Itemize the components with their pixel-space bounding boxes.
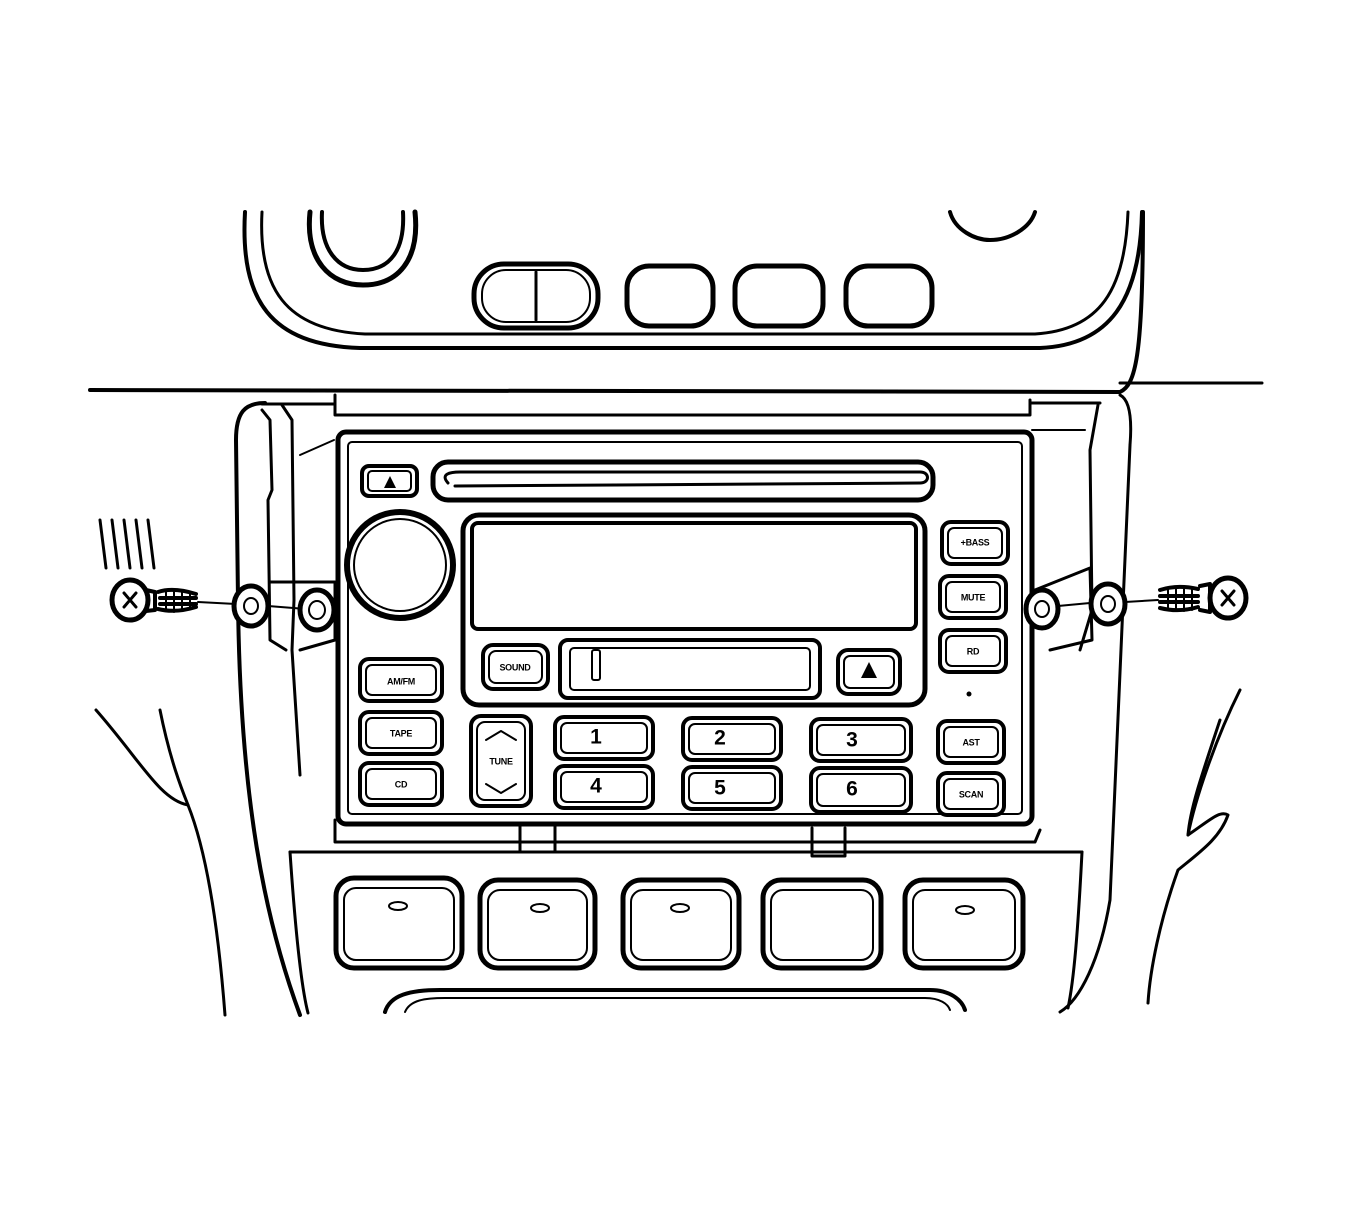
- right-button-column: +BASS MUTE RD AST SCAN: [936, 520, 1010, 817]
- lower-switch-2: [477, 877, 598, 971]
- tape-eject-button[interactable]: [836, 648, 902, 696]
- lower-tray: [383, 988, 967, 1014]
- display-housing: [460, 512, 928, 708]
- lower-switch-5: [902, 877, 1026, 971]
- right-screw-assembly: [1023, 575, 1249, 631]
- preset-button-6[interactable]: 6: [809, 766, 913, 814]
- cd-slot: [430, 459, 936, 503]
- sound-label: SOUND: [499, 662, 531, 672]
- preset-label: 3: [846, 729, 858, 752]
- lower-switch-panel: [333, 875, 1026, 1014]
- tape-door: [558, 638, 822, 700]
- preset-label: 6: [846, 778, 858, 801]
- indicator-dot: [966, 691, 972, 697]
- right-washer-icon: [1088, 581, 1128, 627]
- preset-button-2[interactable]: 2: [681, 716, 783, 762]
- eject-icon: [384, 476, 396, 488]
- right-mount-hole-icon: [1023, 587, 1061, 631]
- cd-eject-button[interactable]: [360, 464, 419, 498]
- scan-label: SCAN: [959, 789, 983, 799]
- preset-label: 2: [714, 727, 726, 750]
- right-screw-icon: [1158, 575, 1249, 621]
- tune-rocker[interactable]: TUNE: [469, 714, 533, 808]
- mute-label: MUTE: [961, 592, 986, 602]
- radio-faceplate: SOUND TUNE AM/FM TAPE: [335, 429, 1035, 827]
- preset-button-5[interactable]: 5: [681, 765, 783, 811]
- alignment-line: [1124, 599, 1159, 603]
- indicator-light-icon: [530, 903, 550, 913]
- chevron-up-icon: [485, 730, 517, 741]
- rd-button[interactable]: RD: [938, 628, 1008, 674]
- am-fm-label: AM/FM: [387, 676, 415, 686]
- scan-button[interactable]: SCAN: [936, 771, 1006, 817]
- left-button-column: AM/FM TAPE CD: [358, 657, 444, 807]
- hash-marks: [98, 518, 156, 570]
- preset-buttons: 1 2 3 4 5: [553, 715, 913, 814]
- left-screw-icon: [109, 577, 198, 623]
- lower-switch-3: [620, 877, 742, 971]
- lower-switch-4: [760, 877, 884, 971]
- preset-button-3[interactable]: 3: [809, 717, 913, 763]
- tape-label: TAPE: [390, 728, 412, 738]
- preset-button-4[interactable]: 4: [553, 764, 655, 810]
- rd-label: RD: [967, 646, 980, 656]
- am-fm-button[interactable]: AM/FM: [358, 657, 444, 703]
- tape-button[interactable]: TAPE: [358, 710, 444, 756]
- lower-switch-1: [333, 875, 465, 971]
- preset-label: 5: [714, 777, 726, 800]
- cd-label: CD: [395, 779, 408, 789]
- ast-button[interactable]: AST: [936, 719, 1006, 765]
- eject-icon: [861, 662, 877, 678]
- bass-label: +BASS: [961, 537, 990, 547]
- display-screen: [470, 521, 918, 631]
- radio-frame: [234, 393, 1133, 1017]
- tape-window: [591, 649, 601, 681]
- alignment-line: [197, 601, 237, 605]
- tune-label: TUNE: [489, 756, 513, 766]
- ast-label: AST: [962, 737, 980, 747]
- volume-knob[interactable]: [344, 509, 456, 621]
- sound-button[interactable]: SOUND: [481, 643, 550, 691]
- cd-button[interactable]: CD: [358, 761, 444, 807]
- indicator-light-icon: [388, 901, 408, 911]
- mute-button[interactable]: MUTE: [938, 574, 1008, 620]
- left-mount-hole-icon: [297, 587, 337, 633]
- preset-label: 4: [590, 775, 602, 798]
- bass-button[interactable]: +BASS: [940, 520, 1010, 566]
- indicator-light-icon: [670, 903, 690, 913]
- left-washer-icon: [231, 583, 271, 629]
- chevron-down-icon: [485, 783, 517, 794]
- console-sides: [94, 518, 1242, 1017]
- preset-label: 1: [590, 726, 602, 749]
- left-screw-assembly: [109, 577, 337, 633]
- upper-dash-panel: [88, 209, 1264, 394]
- alignment-line: [1057, 602, 1091, 607]
- preset-button-1[interactable]: 1: [553, 715, 655, 761]
- indicator-light-icon: [955, 905, 975, 915]
